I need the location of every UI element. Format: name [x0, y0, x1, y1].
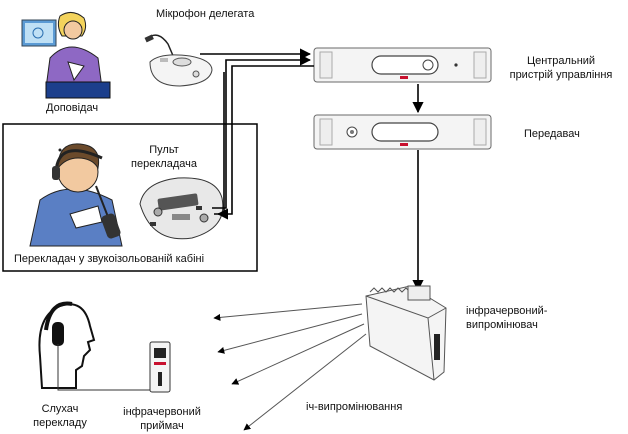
ir-radiation-arrows [213, 303, 367, 431]
central-unit-label-line2: пристрій управління [509, 69, 613, 81]
receiver-label: інфрачервоний приймач [112, 405, 212, 433]
listener-head-with-headphones-icon [38, 301, 151, 391]
delegate-microphone-icon [144, 34, 213, 87]
listener-label-line1: Слухач [41, 403, 79, 415]
central-control-unit-icon [313, 47, 492, 83]
infrared-receiver-icon [149, 341, 171, 393]
transmitter-label: Передавач [524, 128, 580, 140]
receiver-label-line2: приймач [140, 420, 184, 432]
receiver-label-line1: інфрачервоний [123, 406, 201, 418]
listener-label: Слухач перекладу [30, 402, 90, 430]
radiator-label-line2: випромінювач [466, 319, 538, 331]
interpreter-desk-icon [139, 177, 224, 240]
interpreter-desk-label-line1: Пульт [149, 144, 179, 156]
interpreter-desk-label: Пульт перекладача [120, 143, 208, 171]
infrared-radiator-icon [365, 285, 447, 381]
interpreter-booth-frame [2, 123, 258, 272]
interpreter-booth-label: Перекладач у звукоізольованій кабіні [14, 253, 205, 265]
interpreter-desk-label-line2: перекладача [131, 158, 197, 170]
central-unit-label-line1: Центральний [526, 55, 596, 67]
radiator-label-line1: інфрачервоний- [466, 305, 548, 317]
listener-label-line2: перекладу [33, 417, 87, 429]
transmitter-unit-icon [313, 114, 492, 150]
interpreter-with-headset-icon [29, 143, 123, 247]
central-unit-label: Центральний пристрій управління [503, 54, 619, 82]
speaker-icon [21, 12, 111, 99]
radiator-label: інфрачервоний- випромінювач [466, 304, 547, 332]
connection-lines [200, 48, 424, 292]
ir-radiation-label: іч-випромінювання [306, 401, 403, 413]
delegate-mic-label: Мікрофон делегата [156, 8, 255, 20]
speaker-label: Доповідач [46, 102, 99, 114]
